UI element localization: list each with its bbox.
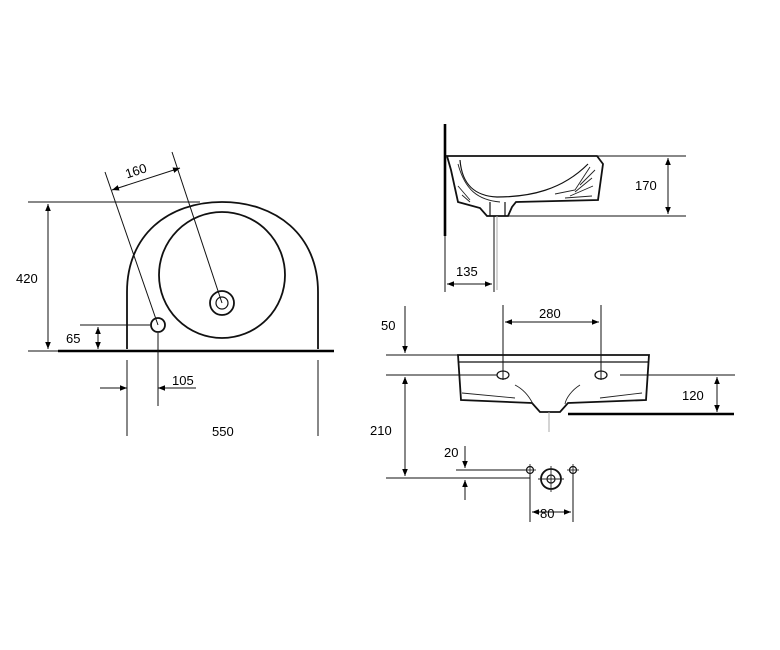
tap-detail-view: 20 80 — [444, 445, 579, 522]
dim-label-65: 65 — [66, 331, 80, 346]
basin-outer-outline — [126, 201, 319, 349]
front-view: 280 50 120 210 — [370, 305, 735, 479]
bowl-circle — [158, 211, 286, 339]
dim-label-280: 280 — [539, 306, 561, 321]
dim-label-135: 135 — [456, 264, 478, 279]
dim-label-105: 105 — [172, 373, 194, 388]
side-outer-profile — [445, 155, 604, 217]
dim-line-160 — [111, 167, 181, 191]
dim-label-80: 80 — [540, 506, 554, 521]
dim-label-420: 420 — [16, 271, 38, 286]
dim-label-210: 210 — [370, 423, 392, 438]
drain-outer — [209, 290, 235, 316]
dim-label-550: 550 — [212, 424, 234, 439]
front-basin-outline — [457, 354, 650, 413]
dim-label-160: 160 — [123, 160, 148, 181]
dim-label-50: 50 — [381, 318, 395, 333]
dim-label-170: 170 — [635, 178, 657, 193]
dim-label-120: 120 — [682, 388, 704, 403]
dim-label-20: 20 — [444, 445, 458, 460]
tap-hole — [150, 317, 166, 333]
side-section-view: 170 135 — [443, 124, 686, 292]
plan-view: 420 65 160 105 550 — [16, 151, 334, 439]
drain-inner — [215, 296, 229, 310]
side-inner-bowl — [459, 159, 589, 198]
